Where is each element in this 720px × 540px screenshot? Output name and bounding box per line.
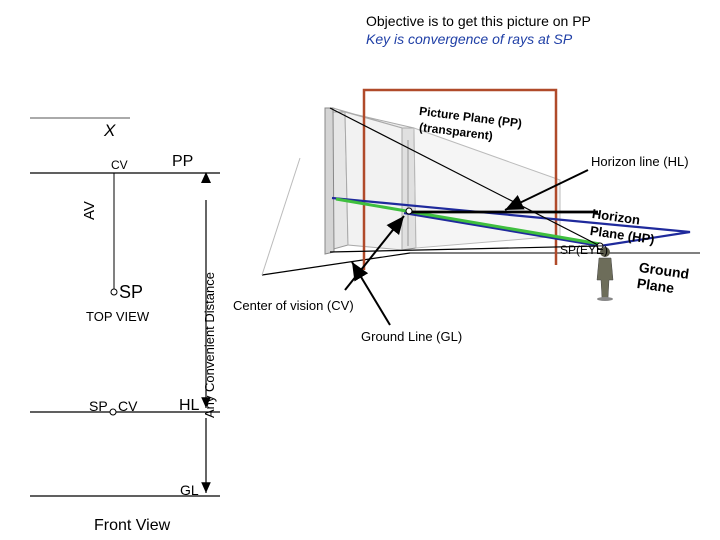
sp-eye-label: SP(EYE) [560, 243, 609, 257]
key-subheading: Key is convergence of rays at SP [366, 31, 573, 47]
hl-label: HL [179, 397, 200, 414]
objective-heading: Objective is to get this picture on PP [366, 13, 591, 29]
horizon-line-label: Horizon line (HL) [591, 154, 689, 169]
ground-line-gl [261, 252, 411, 276]
front-view-cv-label: CV [118, 398, 138, 414]
center-of-vision-label: Center of vision (CV) [233, 298, 354, 313]
gl-label: GL [180, 482, 199, 498]
observer-figure [596, 247, 614, 301]
ground-line-label: Ground Line (GL) [361, 329, 463, 344]
horizon-plane-outline [331, 196, 691, 248]
green-ray [335, 197, 601, 246]
ray-top [329, 107, 601, 247]
distance-arrow-head-top [201, 172, 211, 183]
pp-label: PP [172, 153, 194, 170]
sp-eye-point [596, 242, 604, 250]
sp-label-top: SP [119, 282, 144, 302]
distance-label: Any Convenient Distance [202, 272, 217, 418]
ground-plane-edge-left [261, 157, 301, 276]
picture-plane-frame [362, 88, 558, 270]
x-mark-label: X [104, 121, 116, 140]
top-view-cv-label: CV [111, 158, 128, 172]
front-view-sp-label: SP [89, 398, 108, 414]
horizon-line-pointer [504, 169, 589, 211]
sp-cv-point [109, 408, 117, 416]
front-view-title: Front View [94, 517, 171, 534]
av-label: AV [81, 201, 98, 220]
top-view-title: TOP VIEW [86, 309, 150, 324]
gl-pointer [351, 261, 391, 326]
cv-point [405, 207, 413, 215]
building-tower-left [324, 107, 335, 255]
sp-point-top [110, 288, 118, 296]
